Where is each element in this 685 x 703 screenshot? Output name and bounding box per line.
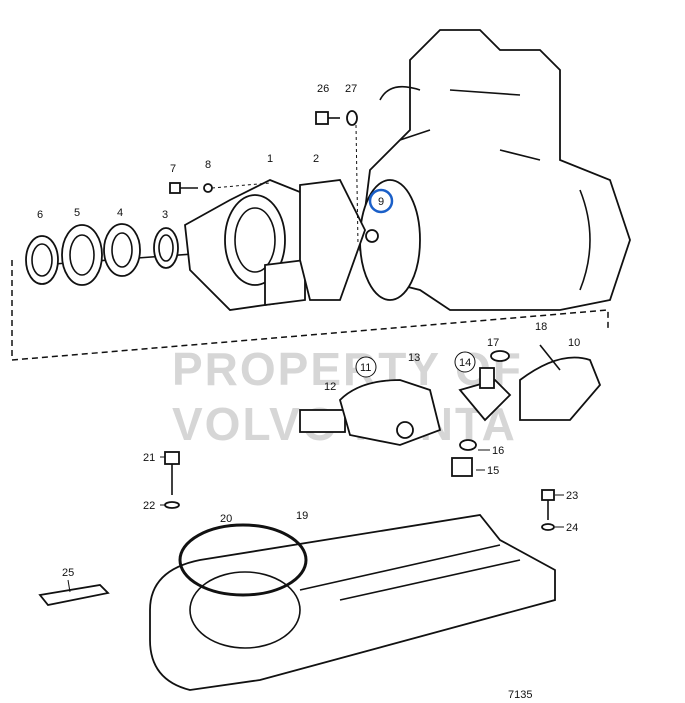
part-label-22[interactable]: 22	[143, 500, 155, 512]
part-label-5[interactable]: 5	[74, 207, 80, 219]
part-label-6[interactable]: 6	[37, 209, 43, 221]
bell-housing	[184, 179, 322, 311]
part-label-21[interactable]: 21	[143, 452, 155, 464]
bolts-top	[169, 110, 359, 246]
part-label-7[interactable]: 7	[170, 163, 176, 175]
part-11-circle	[355, 356, 377, 378]
part-label-15[interactable]: 15	[487, 465, 499, 477]
part-label-10[interactable]: 10	[568, 337, 580, 349]
figure-number: 7135	[508, 689, 532, 701]
part-label-14[interactable]: 14	[459, 357, 471, 369]
part-label-11[interactable]: 11	[360, 362, 371, 374]
part-label-2[interactable]: 2	[313, 153, 319, 165]
engine-block	[359, 29, 631, 311]
part-label-23[interactable]: 23	[566, 490, 578, 502]
part-label-27[interactable]: 27	[345, 83, 357, 95]
part-label-19[interactable]: 19	[296, 510, 308, 522]
part-14-circle	[454, 351, 476, 373]
part-label-8[interactable]: 8	[205, 159, 211, 171]
part-label-1[interactable]: 1	[267, 153, 273, 165]
part-label-24[interactable]: 24	[566, 522, 578, 534]
part-label-20[interactable]: 20	[220, 513, 232, 525]
part-label-16[interactable]: 16	[492, 445, 504, 457]
part-label-25[interactable]: 25	[62, 567, 74, 579]
part-label-17[interactable]: 17	[487, 337, 499, 349]
part-label-26[interactable]: 26	[317, 83, 329, 95]
universal-joint-assembly	[299, 344, 602, 477]
o-ring	[178, 523, 308, 597]
part-label-13[interactable]: 13	[408, 352, 420, 364]
bolts-bottom	[164, 451, 555, 531]
part-label-12[interactable]: 12	[324, 381, 336, 393]
part-label-4[interactable]: 4	[117, 207, 123, 219]
base-plate	[149, 514, 556, 691]
part-label-9[interactable]: 9	[378, 196, 384, 208]
alignment-line	[11, 260, 609, 361]
seal-rings	[25, 223, 179, 286]
gasket	[299, 179, 366, 301]
part-label-18[interactable]: 18	[535, 321, 547, 333]
part-label-3[interactable]: 3	[162, 209, 168, 221]
part-9-highlight-circle[interactable]	[368, 188, 394, 214]
spacer-block	[38, 584, 110, 606]
part-labels: 1 2 3 4 5 6 7 8 9 10 11 12 13 14 15 16 1…	[37, 83, 580, 701]
